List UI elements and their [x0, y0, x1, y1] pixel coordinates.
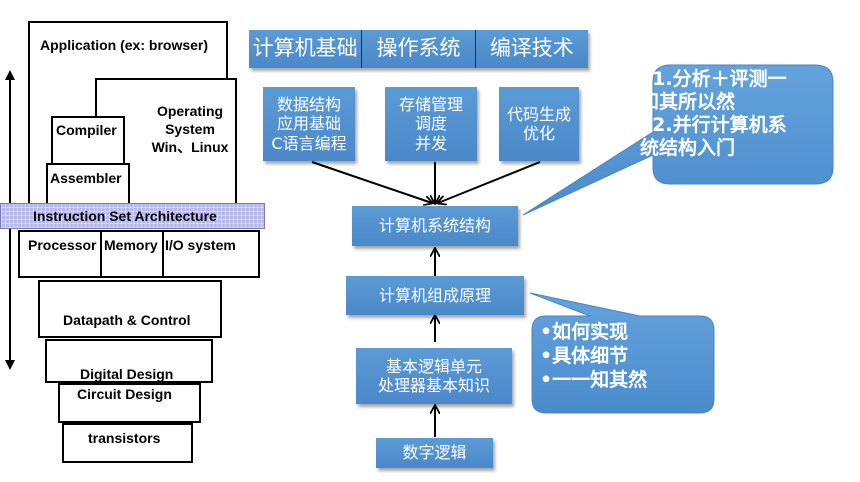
io-system-label: I/O system [165, 237, 236, 253]
divider [100, 230, 102, 278]
processor-label: Processor [28, 237, 97, 253]
compiler-topics-box: 代码生成 优化 [499, 87, 579, 161]
digital-logic-box: 数字逻辑 [376, 438, 493, 468]
divider [361, 30, 363, 68]
transistors-label: transistors [88, 430, 161, 446]
basic-logic-box: 基本逻辑单元 处理器基本知识 [356, 348, 512, 404]
circuit-design-label: Circuit Design [77, 386, 172, 402]
organization-callout-shape [529, 292, 715, 414]
arrow-ds-to-arch [311, 161, 432, 203]
divider [162, 230, 164, 278]
hardware-components-row [18, 230, 260, 278]
arrow-cg-to-arch [438, 161, 541, 203]
circuit-design-layer [58, 383, 201, 423]
compiler-label: Compiler [56, 122, 117, 138]
divider [474, 30, 476, 68]
organization-box: 计算机组成原理 [346, 276, 524, 315]
course-compiler: 编译技术 [489, 36, 574, 61]
compiler-layer [51, 116, 125, 168]
isa-band [0, 203, 265, 229]
isa-label: Instruction Set Architecture [33, 208, 217, 224]
course-computer-basics: 计算机基础 [252, 36, 358, 61]
course-operating-system: 操作系统 [376, 36, 461, 61]
memory-label: Memory [104, 237, 158, 253]
operating-system-label: Operating System Win、Linux [151, 103, 229, 155]
top-course-bar: 计算机基础 操作系统 编译技术 [249, 30, 588, 68]
data-structures-box: 数据结构 应用基础 C语言编程 [263, 87, 355, 161]
assembler-label: Assembler [50, 170, 122, 186]
digital-design-label: Digital Design [80, 366, 174, 382]
organization-callout-text: •如何实现 •具体细节 •一一知其然 [540, 321, 648, 391]
digital-design-layer [45, 339, 213, 383]
transistors-layer [62, 423, 193, 463]
architecture-callout-shape [522, 64, 834, 216]
architecture-callout-text: •1.分析＋评测一 知其所以然 •2.并行计算机系 统结构入门 [640, 68, 787, 159]
application-label: Application (ex: browser) [40, 37, 209, 53]
datapath-control-label: Datapath & Control [63, 312, 191, 328]
architecture-box: 计算机系统结构 [352, 206, 518, 246]
os-topics-box: 存储管理 调度 并发 [385, 87, 477, 161]
datapath-control-layer [38, 280, 222, 338]
